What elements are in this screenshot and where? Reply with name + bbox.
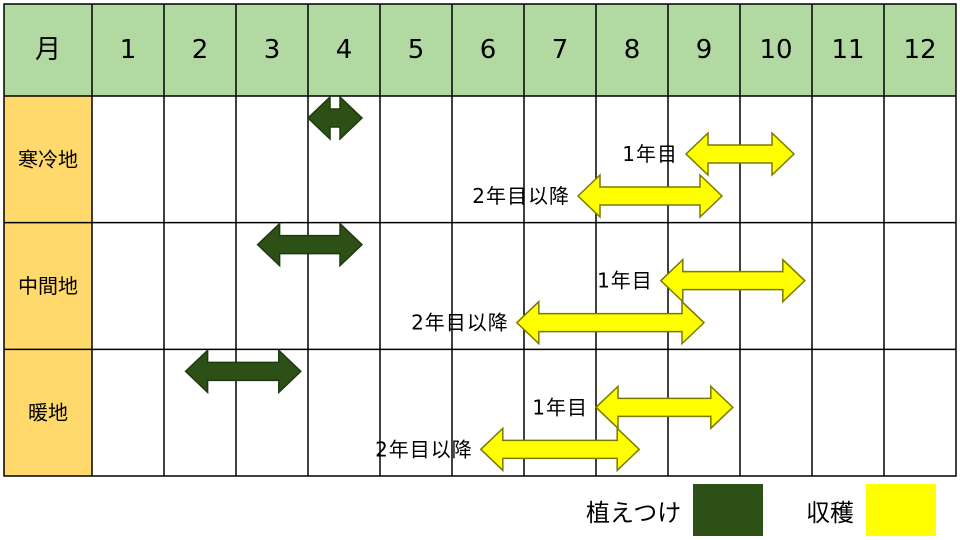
month-label-5: 5: [408, 35, 425, 65]
harvest-label-1-2: 2年目以降: [472, 184, 570, 208]
legend-planting-label: 植えつけ: [586, 498, 682, 527]
month-label-7: 7: [552, 35, 569, 65]
harvest-label-3-1: 1年目: [532, 395, 588, 419]
region-cell-3: [4, 349, 92, 476]
legend-planting: 植えつけ: [586, 484, 764, 536]
month-label-2: 2: [192, 35, 209, 65]
planting-arrow-3: [184, 348, 302, 395]
harvest-label-2-1: 1年目: [597, 269, 653, 293]
month-label-8: 8: [624, 35, 641, 65]
harvest-arrow-1-1: [684, 131, 796, 177]
region-cell-2: [4, 222, 92, 350]
region-label-1: 寒冷地: [18, 147, 78, 171]
month-label-3: 3: [264, 35, 281, 65]
month-label-4: 4: [336, 35, 353, 65]
harvest-arrow-3-2: [479, 426, 641, 473]
legend-harvest-swatch: [866, 484, 936, 536]
grid-border: [3, 3, 957, 477]
month-label-11: 11: [831, 35, 864, 65]
harvest-arrow-2-2: [515, 299, 706, 346]
month-header-label: 月: [35, 35, 61, 65]
region-label-3: 暖地: [28, 401, 68, 425]
month-label-9: 9: [696, 35, 713, 65]
month-label-10: 10: [759, 35, 792, 65]
harvest-arrow-1-2: [576, 173, 724, 219]
legend-harvest-label: 収穫: [806, 498, 854, 527]
region-label-2: 中間地: [18, 274, 78, 298]
harvest-label-1-1: 1年目: [622, 142, 678, 166]
harvest-arrow-2-1: [659, 257, 806, 304]
harvest-label-2-2: 2年目以降: [411, 311, 509, 335]
legend-planting-swatch: [693, 484, 764, 536]
harvest-label-3-2: 2年目以降: [375, 437, 473, 461]
legend-harvest: 収穫: [806, 484, 936, 536]
month-label-12: 12: [903, 35, 936, 65]
harvest-arrow-3-1: [594, 384, 734, 431]
header-row: [4, 4, 956, 96]
month-label-1: 1: [120, 35, 137, 65]
region-cell-1: [4, 96, 92, 223]
planting-arrow-1: [306, 95, 364, 141]
month-label-6: 6: [480, 35, 497, 65]
planting-arrow-2: [256, 221, 364, 268]
